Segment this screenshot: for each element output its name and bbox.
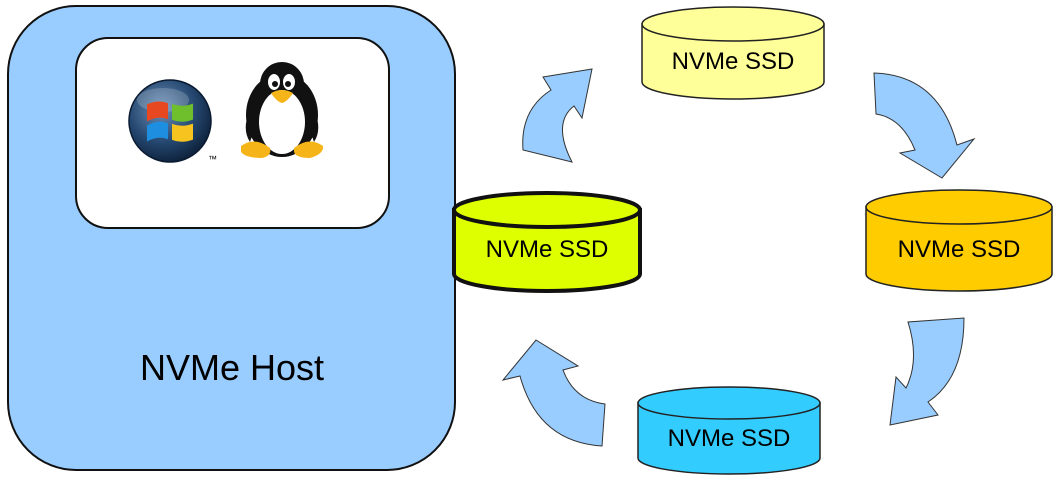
ssd-attached: NVMe SSD [452, 191, 642, 293]
os-panel [75, 37, 390, 229]
linux-tux-icon [241, 62, 324, 158]
ssd-right-label: NVMe SSD [898, 236, 1021, 263]
ssd-bottom: NVMe SSD [637, 386, 821, 475]
lower-left-arrow [501, 339, 606, 447]
windows-trademark: ™ [208, 154, 217, 164]
upper-right-arrow [873, 72, 976, 179]
ssd-right: NVMe SSD [865, 189, 1053, 292]
windows-logo-icon: ™ [128, 79, 217, 164]
nvme-host: ™ NVMe Host [7, 5, 456, 471]
cycle-arrows [501, 68, 976, 447]
ssd-top: NVMe SSD [641, 6, 825, 100]
ssd-top-label: NVMe SSD [672, 48, 795, 75]
host-label: NVMe Host [140, 347, 324, 388]
ssd-attached-label: NVMe SSD [486, 236, 609, 263]
upper-left-arrow [522, 68, 593, 163]
lower-right-arrow [889, 317, 965, 426]
ssd-bottom-label: NVMe SSD [668, 425, 791, 452]
